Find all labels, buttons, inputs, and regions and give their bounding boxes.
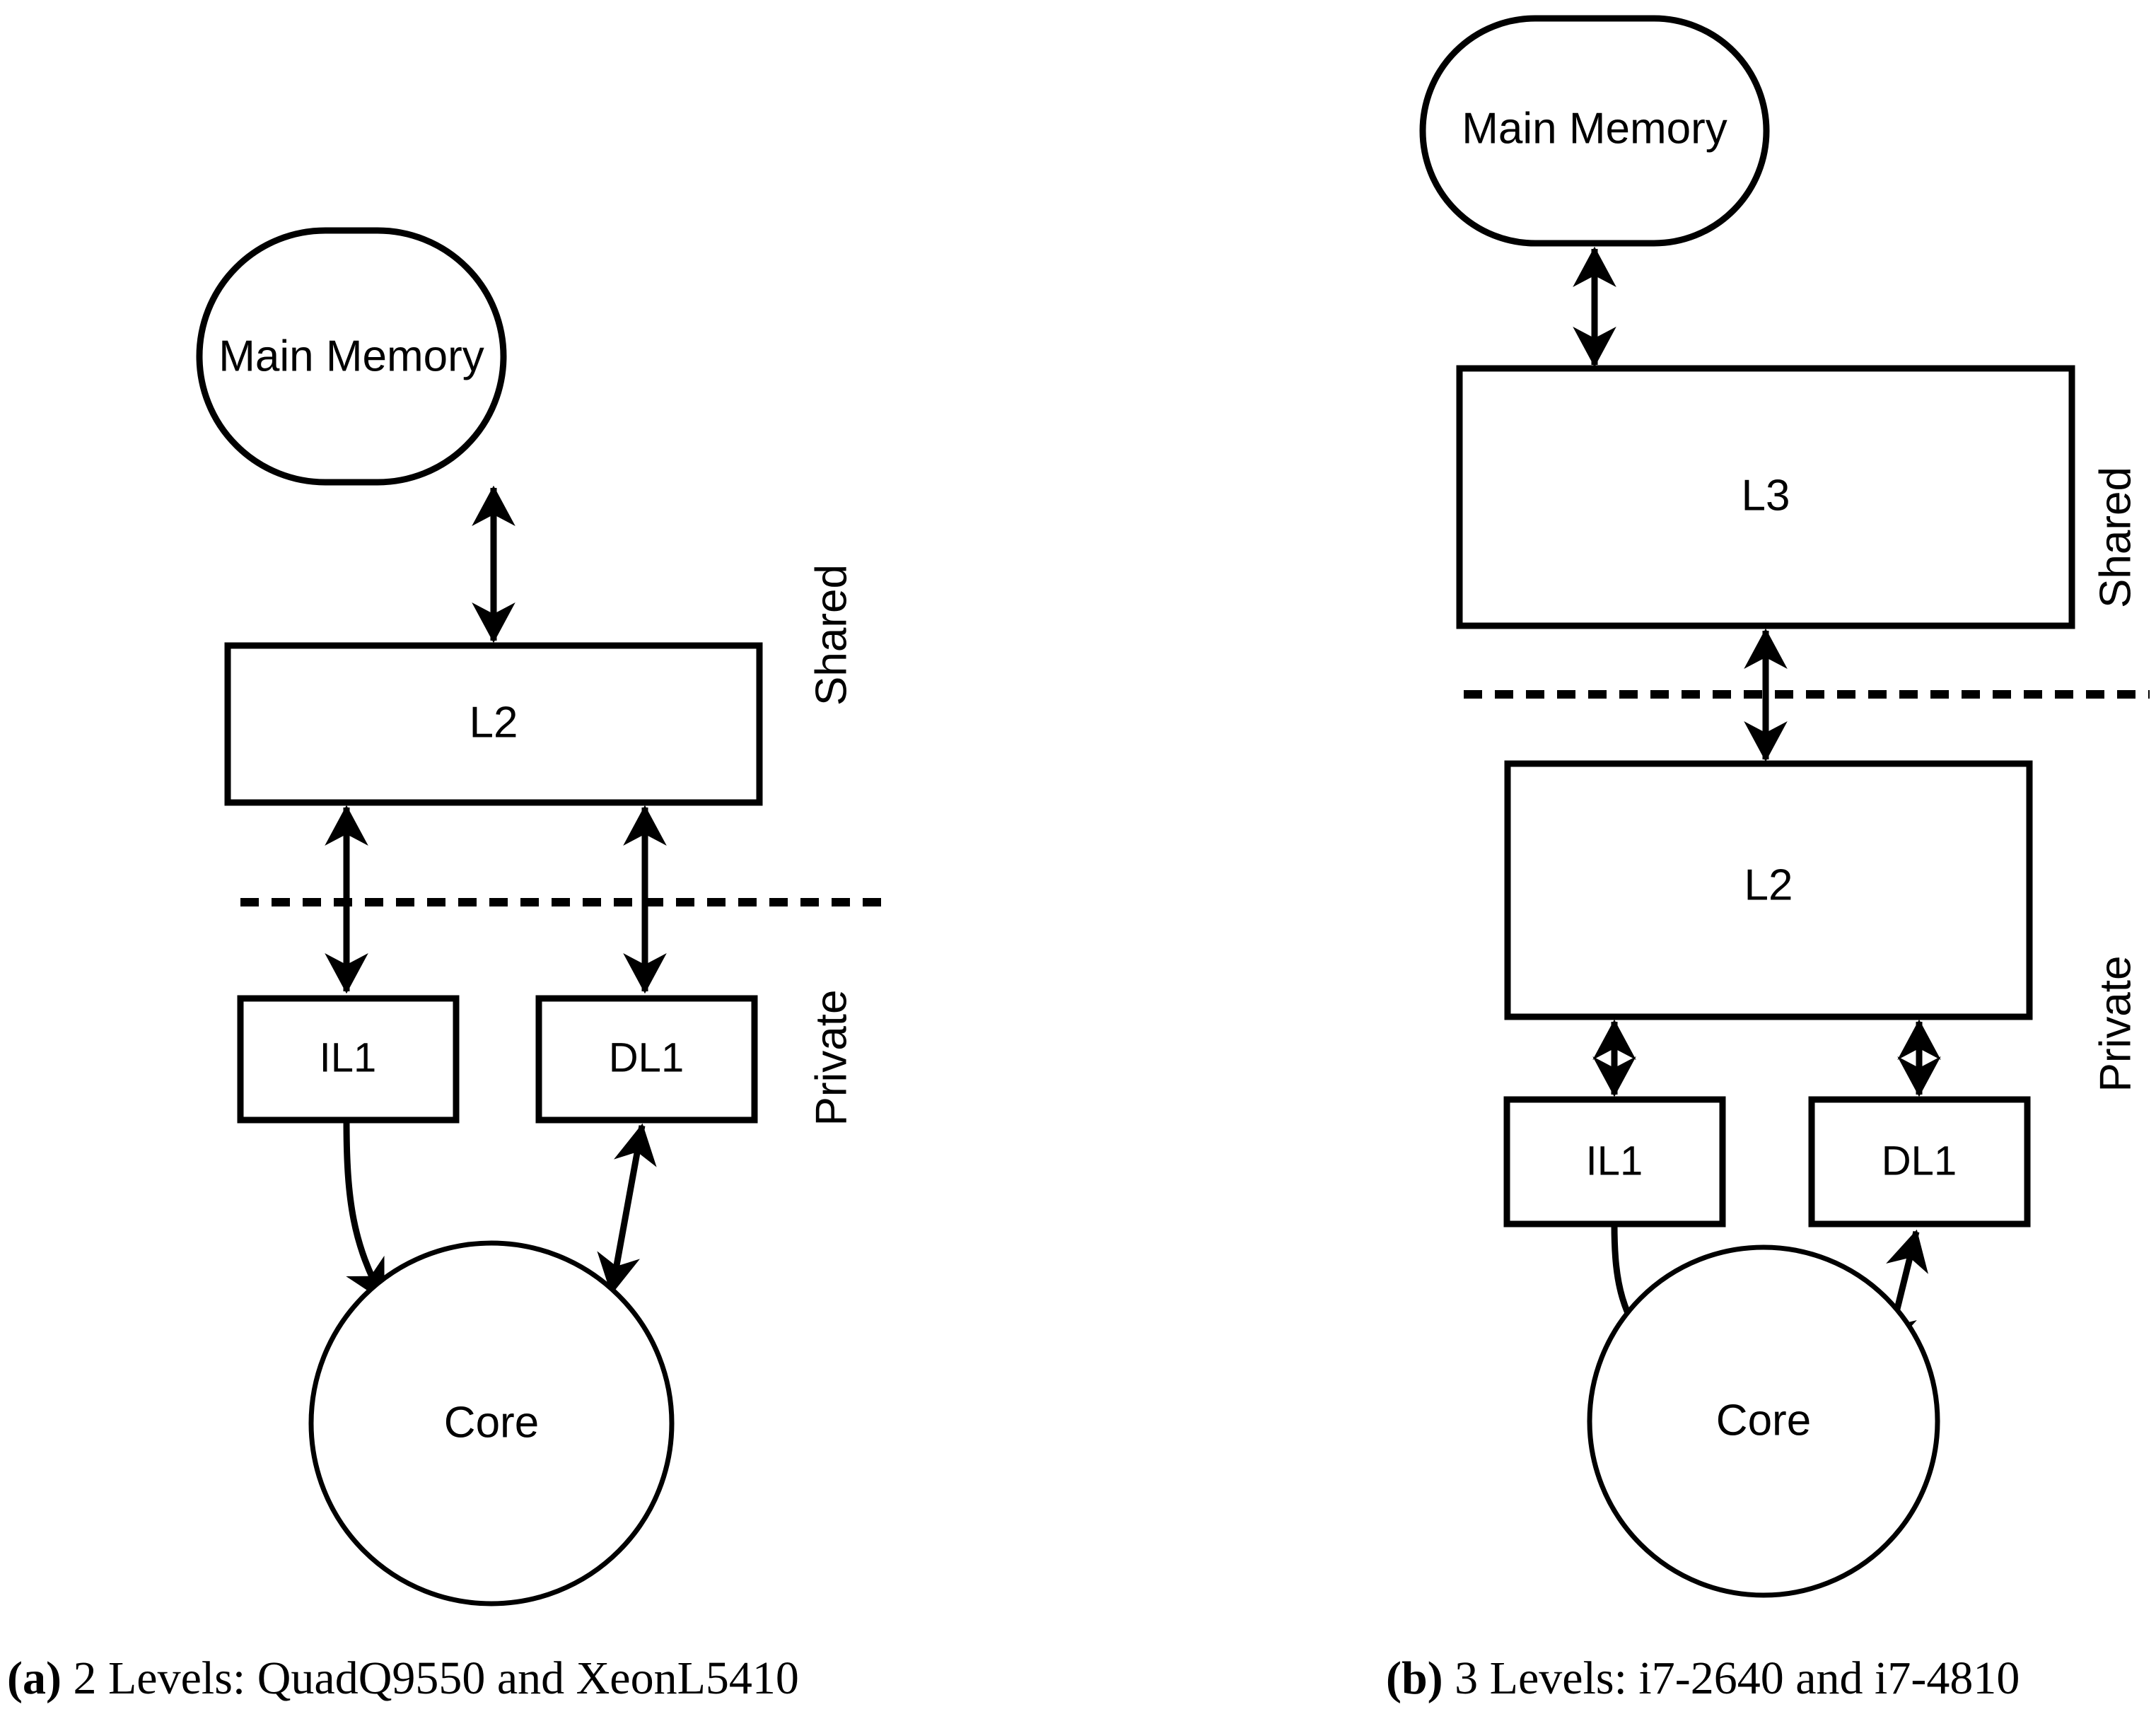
node-main-memory-a-label: Main Memory <box>218 332 484 380</box>
node-il1-b-label: IL1 <box>1586 1138 1643 1184</box>
caption-panel-b-text: 3 Levels: i7-2640 and i7-4810 <box>1443 1652 2020 1704</box>
node-il1-b[interactable]: IL1 <box>1503 1096 1726 1228</box>
private-label-a: Private <box>807 990 856 1126</box>
caption-panel-b-tag: (b) <box>1386 1652 1443 1704</box>
caption-panel-a-tag: (a) <box>7 1652 62 1704</box>
caption-panel-a: (a) 2 Levels: QuadQ9550 and XeonL5410 <box>7 1652 799 1705</box>
node-core-a[interactable]: Core <box>308 1240 675 1607</box>
edge-dl1-core-a <box>597 1123 657 1295</box>
node-l2-a-label: L2 <box>470 698 518 747</box>
node-core-b[interactable]: Core <box>1587 1244 1940 1598</box>
caption-panel-b: (b) 3 Levels: i7-2640 and i7-4810 <box>1386 1652 2020 1705</box>
node-dl1-a-label: DL1 <box>609 1034 684 1080</box>
node-main-memory-a[interactable]: Main Memory <box>196 227 507 486</box>
private-label-b: Private <box>2091 956 2140 1092</box>
node-l3-b[interactable]: L3 <box>1456 365 2075 629</box>
panel-a-group: Main Memory L2 IL1 DL1 <box>196 227 890 1607</box>
node-l2-b[interactable]: L2 <box>1504 760 2033 1020</box>
edge-il1-core-a <box>343 1119 386 1302</box>
node-l3-b-label: L3 <box>1742 471 1790 520</box>
node-core-a-label: Core <box>444 1398 539 1447</box>
node-dl1-a[interactable]: DL1 <box>535 995 758 1124</box>
node-core-b-label: Core <box>1716 1396 1811 1445</box>
caption-panel-a-text: 2 Levels: QuadQ9550 and XeonL5410 <box>61 1652 799 1704</box>
panel-b-group: Main Memory L3 L2 <box>1419 15 2150 1598</box>
shared-label-a: Shared <box>807 564 856 706</box>
shared-label-b: Shared <box>2091 467 2140 608</box>
node-l2-a[interactable]: L2 <box>224 642 763 806</box>
node-main-memory-b[interactable]: Main Memory <box>1419 15 1770 247</box>
node-dl1-b[interactable]: DL1 <box>1808 1096 2031 1228</box>
node-l2-b-label: L2 <box>1744 861 1793 909</box>
node-main-memory-b-label: Main Memory <box>1462 104 1727 153</box>
node-il1-a-label: IL1 <box>320 1034 377 1080</box>
node-il1-a[interactable]: IL1 <box>237 995 460 1124</box>
node-dl1-b-label: DL1 <box>1882 1138 1957 1184</box>
